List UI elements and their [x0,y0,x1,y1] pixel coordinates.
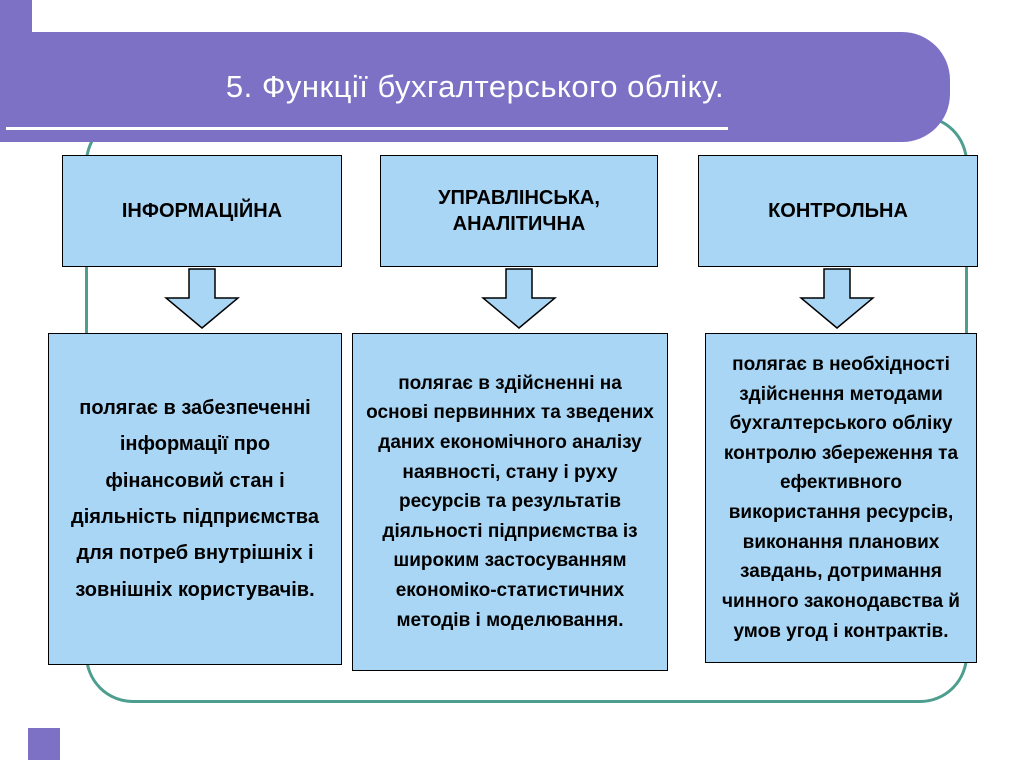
function-header-control: КОНТРОЛЬНА [698,155,978,267]
function-description-informational: полягає в забезпеченні інформації про фі… [48,333,342,665]
down-arrow-icon [164,268,240,329]
title-banner: 5. Функції бухгалтерського обліку. [0,32,950,142]
down-arrow-icon [481,268,557,329]
accent-square-top-left [0,0,32,32]
function-header-label: ІНФОРМАЦІЙНА [121,200,283,222]
function-header-managerial-analytical: УПРАВЛІНСЬКА, АНАЛІТИЧНА [380,155,658,267]
title-underline [6,127,728,130]
function-description-managerial-analytical: полягає в здійсненні на основі первинних… [352,333,668,671]
function-description-control: полягає в необхідності здійснення метода… [705,333,977,663]
function-header-label: КОНТРОЛЬНА [768,200,908,222]
function-header-label: УПРАВЛІНСЬКА, АНАЛІТИЧНА [438,187,600,235]
slide-title: 5. Функції бухгалтерського обліку. [225,69,725,104]
down-arrow-icon [799,268,875,329]
function-description-text: полягає в необхідності здійснення метода… [722,353,960,642]
accent-square-bottom-left [28,728,60,760]
function-description-text: полягає в забезпеченні інформації про фі… [71,396,319,601]
function-header-informational: ІНФОРМАЦІЙНА [62,155,342,267]
function-description-text: полягає в здійсненні на основі первинних… [366,372,654,631]
